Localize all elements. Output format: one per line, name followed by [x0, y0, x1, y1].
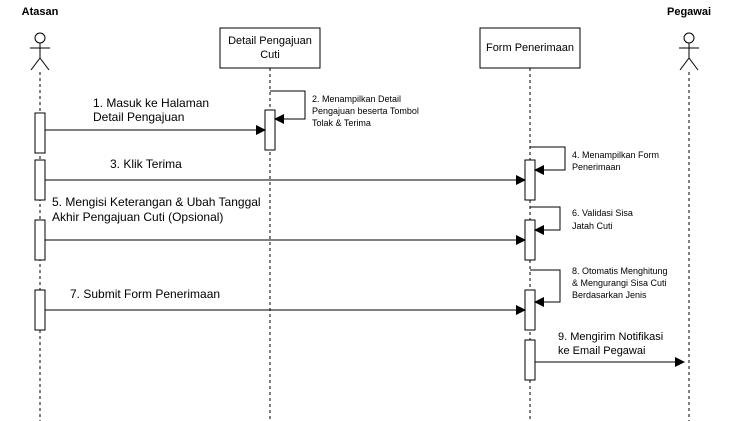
activation-form-3	[524, 289, 536, 331]
message-2-arrow	[270, 90, 306, 124]
activation-atasan-4	[34, 289, 46, 331]
message-6-label-line1: 6. Validasi Sisa	[572, 208, 633, 218]
lifeline-box-detail-line2: Cuti	[260, 49, 280, 61]
activation-form-2	[524, 219, 536, 261]
lifeline-box-detail	[219, 27, 321, 69]
lifeline-box-detail-line1: Detail Pengajuan	[228, 35, 312, 47]
activation-atasan-1	[34, 112, 46, 154]
message-8-label-line3: Berdasarkan Jenis	[572, 290, 647, 300]
message-4-label-line2: Penerimaan	[572, 162, 621, 172]
message-9-label-line1: 9. Mengirim Notifikasi	[558, 331, 663, 343]
message-5-label-line2: Akhir Pengajuan Cuti (Opsional)	[52, 210, 223, 224]
message-2-label-line1: 2. Menampilkan Detail	[312, 94, 401, 104]
actor-pegawai-icon	[679, 32, 699, 71]
activation-form-4	[524, 339, 536, 381]
message-2-label-line2: Pengajuan beserta Tombol	[312, 106, 419, 116]
message-8-arrow	[530, 269, 561, 307]
message-4-label-line1: 4. Menampilkan Form	[572, 150, 659, 160]
activation-atasan-2	[34, 159, 46, 201]
message-3-label: 3. Klik Terima	[110, 157, 182, 171]
lifeline-box-form-label: Form Penerimaan	[486, 42, 574, 54]
message-6-arrow	[530, 206, 561, 235]
actor-atasan-icon	[30, 32, 50, 71]
message-6-label-line2: Jatah Cuti	[572, 221, 613, 231]
message-1-label-line1: 1. Masuk ke Halaman	[93, 96, 209, 110]
actor-pegawai-label: Pegawai	[667, 6, 711, 18]
activation-atasan-3	[34, 219, 46, 261]
message-2-label-line3: Tolak & Terima	[312, 118, 371, 128]
message-9-label-line2: ke Email Pegawai	[558, 345, 645, 357]
message-4-arrow	[530, 146, 566, 175]
message-8-label-line1: 8. Otomatis Menghitung	[572, 266, 668, 276]
activation-form-1	[524, 159, 536, 201]
activation-detail	[264, 109, 276, 151]
message-8-label-line2: & Mengurangi Sisa Cuti	[572, 278, 667, 288]
message-5-label-line1: 5. Mengisi Keterangan & Ubah Tanggal	[52, 195, 261, 209]
message-7-label: 7. Submit Form Penerimaan	[70, 287, 220, 301]
message-1-label-line2: Detail Pengajuan	[93, 110, 184, 124]
actor-atasan-label: Atasan	[22, 6, 59, 18]
